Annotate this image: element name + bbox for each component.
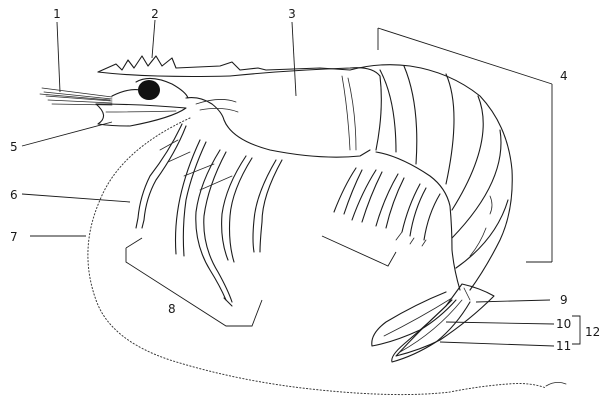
label-8: 8 (168, 302, 176, 316)
pereiopods (136, 124, 282, 306)
label-11: 11 (556, 339, 571, 353)
antennae (40, 88, 112, 105)
label-4: 4 (560, 69, 568, 83)
label-6: 6 (10, 188, 18, 202)
pleopods (334, 168, 440, 246)
carapace (186, 98, 370, 158)
label-5: 5 (10, 140, 18, 154)
eye (138, 80, 160, 100)
tail-fan (372, 284, 494, 362)
label-9: 9 (560, 293, 568, 307)
label-12: 12 (585, 325, 600, 339)
label-3: 3 (288, 7, 296, 21)
label-2: 2 (151, 7, 159, 21)
label-7: 7 (10, 230, 18, 244)
label-1: 1 (53, 7, 61, 21)
label-10: 10 (556, 317, 571, 331)
